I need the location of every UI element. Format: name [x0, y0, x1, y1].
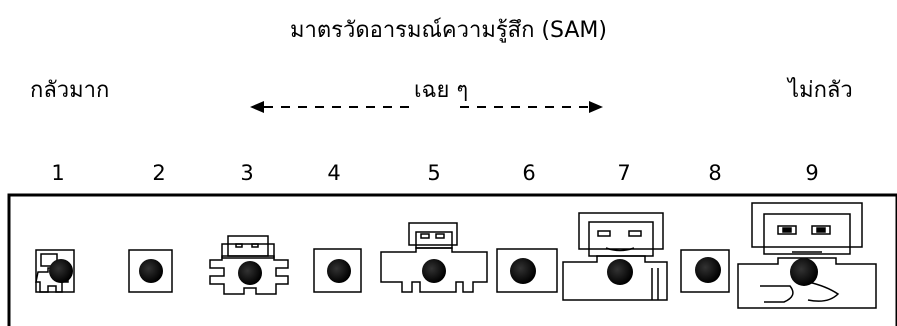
- dot-icon: [139, 259, 163, 283]
- dot-icon: [49, 259, 73, 283]
- dot-icon: [607, 259, 633, 285]
- scale-label-middle: เฉย ๆ: [414, 78, 469, 103]
- scale-number-8: 8: [708, 161, 722, 185]
- arrow-left-icon: [250, 101, 412, 113]
- dot-icon: [790, 258, 818, 286]
- dot-icon: [422, 259, 446, 283]
- sam-figure-icon: [209, 235, 289, 295]
- scale-number-1: 1: [51, 161, 65, 185]
- arrow-right-icon: [460, 101, 603, 113]
- sam-figure-icon: [680, 249, 730, 293]
- scale-number-5: 5: [427, 161, 441, 185]
- dot-icon: [510, 258, 536, 284]
- scale-label-right: ไม่กลัว: [788, 78, 853, 103]
- sam-figure-icon: [313, 248, 362, 293]
- scale-number-4: 4: [327, 161, 341, 185]
- sam-figure-icon: [737, 202, 877, 309]
- dot-icon: [327, 259, 351, 283]
- dot-icon: [695, 257, 721, 283]
- scale-number-9: 9: [805, 161, 819, 185]
- scale-number-7: 7: [617, 161, 631, 185]
- sam-figure-icon: [128, 249, 173, 293]
- scale-number-3: 3: [240, 161, 254, 185]
- dot-icon: [238, 261, 262, 285]
- scale-label-left: กลัวมาก: [30, 78, 110, 103]
- scale-number-6: 6: [522, 161, 536, 185]
- scale-number-2: 2: [152, 161, 166, 185]
- sam-figure-icon: [496, 248, 558, 293]
- scale-frame: [7, 193, 897, 326]
- sam-figure-icon: [562, 212, 668, 301]
- sam-figure-icon: [380, 222, 488, 293]
- page-title: มาตรวัดอารมณ์ความรู้สึก (SAM): [290, 18, 607, 43]
